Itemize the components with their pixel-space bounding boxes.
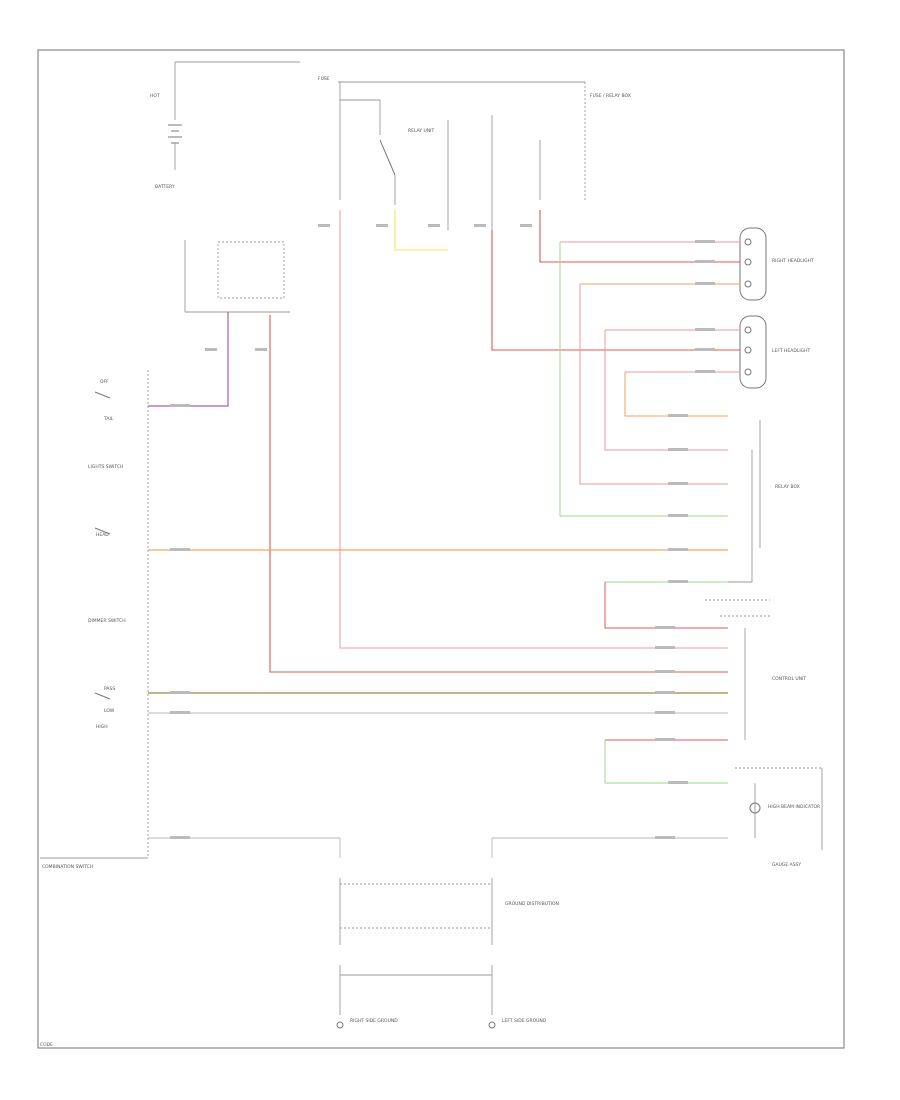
left-headlight: LEFT HEADLIGHT [739, 315, 811, 389]
diagram-frame [37, 49, 845, 1049]
relay-box-label: RELAY BOX [775, 484, 800, 490]
pass-label: PASS [104, 686, 115, 692]
ground-distribution: GROUND DISTRIBUTION RIGHT SIDE GROUND LE… [336, 878, 559, 1029]
combination-switch: OFF TAIL LIGHTS SWITCH HEAD DIMMER SWITC… [40, 370, 149, 870]
battery-label: BATTERY [155, 184, 175, 190]
footer-label: CODE [40, 1042, 53, 1048]
wire-red-cu1 [604, 582, 728, 629]
wire-ground-right [491, 837, 728, 858]
ground-right-label: RIGHT SIDE GROUND [350, 1018, 398, 1024]
battery-group: HOT BATTERY [150, 61, 300, 190]
wire-red-lh-main [491, 230, 740, 351]
high-label: HIGH [96, 724, 108, 730]
relay-unit-left [184, 240, 290, 313]
switch-top-label: OFF [100, 379, 109, 385]
wire-purple-tail [148, 312, 229, 407]
tail-label: TAIL [103, 416, 114, 422]
wire-red-rb2 [579, 284, 728, 485]
head-label: HEAD [96, 532, 109, 538]
wire-ground-left [148, 837, 341, 858]
left-headlight-label: LEFT HEADLIGHT [772, 348, 811, 354]
relay-box: RELAY BOX [705, 420, 800, 601]
low-label: LOW [104, 708, 115, 714]
hot-label: HOT [150, 93, 160, 99]
combination-switch-label: COMBINATION SWITCH [42, 864, 93, 870]
wire-yellow [394, 210, 448, 251]
wire-red-rh-hi [539, 210, 740, 263]
relay-unit-label: RELAY UNIT [408, 128, 434, 134]
right-headlight: RIGHT HEADLIGHT [739, 227, 814, 301]
control-unit: CONTROL UNIT [720, 615, 806, 740]
dimmer-switch-label: DIMMER SWITCH [88, 618, 126, 624]
gauge-label: GAUGE ASSY [772, 862, 801, 868]
high-beam-indicator: HIGH BEAM INDICATOR GAUGE ASSY [735, 767, 823, 868]
ground-dist-label: GROUND DISTRIBUTION [505, 901, 559, 907]
fuse-label: FUSE [318, 76, 330, 82]
fuse-relay-box: FUSE FUSE / RELAY BOX RELAY UNIT [318, 76, 631, 230]
wire-orange-rb [624, 372, 728, 417]
wire-red-main [339, 210, 728, 649]
control-unit-label: CONTROL UNIT [772, 676, 806, 682]
wire-tags [170, 224, 715, 839]
lights-switch-label: LIGHTS SWITCH [88, 464, 123, 470]
right-headlight-label: RIGHT HEADLIGHT [772, 258, 814, 264]
ground-left-label: LEFT SIDE GROUND [502, 1018, 547, 1024]
wire-green-ind [604, 740, 728, 784]
wire-red-relay [269, 315, 728, 673]
indicator-label: HIGH BEAM INDICATOR [768, 804, 820, 810]
fuse-box-label: FUSE / RELAY BOX [590, 93, 631, 99]
